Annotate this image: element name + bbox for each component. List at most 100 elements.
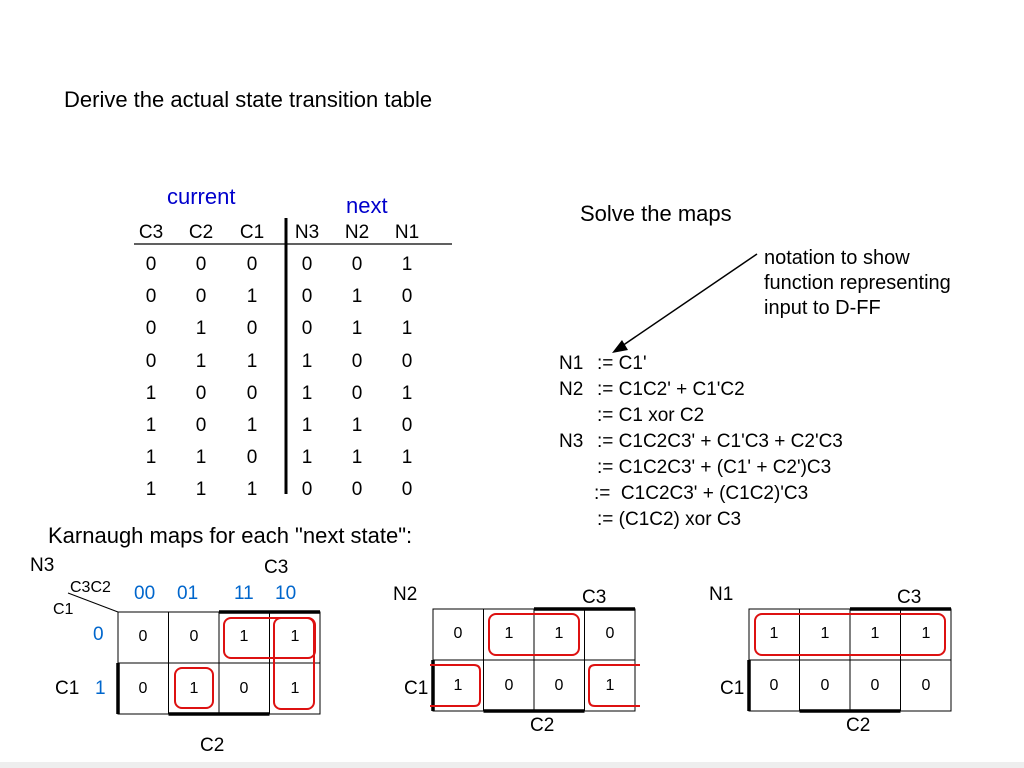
table-group-current: current (167, 184, 236, 209)
table-cell: 1 (195, 350, 207, 372)
table-cell: 0 (351, 350, 363, 372)
table-cell: 1 (301, 350, 313, 372)
table-cell: 1 (301, 415, 313, 436)
table-column-header: N1 (394, 222, 420, 243)
table-cell: 0 (246, 382, 258, 404)
equation-lhs: N2 (559, 379, 584, 400)
table-cell: 1 (246, 286, 258, 308)
table-cell: 0 (246, 447, 258, 469)
equation-rhs: := C1C2C3' + (C1C2)'C3 (594, 483, 809, 504)
equation-rhs: := C1C2' + C1'C2 (597, 379, 745, 400)
table-cell: 1 (145, 479, 157, 501)
table-cell: 0 (301, 286, 313, 308)
equation-rhs: := C1C2C3' + (C1' + C2')C3 (597, 457, 832, 478)
equation-rhs: := C1C2C3' + C1'C3 + C2'C3 (597, 431, 843, 452)
table-cell: 0 (145, 254, 157, 275)
kmap-cell: 0 (453, 625, 463, 642)
table-cell: 0 (351, 382, 363, 404)
kmap-cell: 0 (820, 677, 830, 694)
table-cell: 0 (195, 286, 207, 308)
table-column-header: N2 (344, 222, 370, 243)
kmaps-title: Karnaugh maps for each "next state": (48, 523, 413, 548)
kmap-cell: 0 (769, 677, 779, 694)
note-line: notation to show (764, 247, 910, 269)
kmap-name: N2 (393, 584, 418, 605)
kmap-corner-left: C1 (53, 601, 74, 618)
kmap-cell: 0 (138, 680, 148, 697)
notation-note: notation to show function representing i… (764, 246, 951, 321)
table-cell: 0 (301, 254, 313, 275)
table-cell: 1 (351, 286, 363, 308)
table-cell: 1 (351, 415, 363, 436)
kmap-cell: 0 (138, 628, 148, 645)
table-cell: 0 (145, 350, 157, 372)
table-cell: 0 (351, 254, 363, 275)
kmap-col-var: C3 (264, 557, 289, 578)
kmap-cell: 1 (870, 625, 880, 642)
table-cell: 0 (195, 382, 207, 404)
table-cell: 1 (401, 447, 413, 469)
kmap-cell: 1 (554, 625, 564, 642)
equation-lhs: N1 (559, 353, 584, 374)
table-cell: 1 (401, 318, 413, 340)
table-cell: 0 (195, 254, 207, 275)
table-cell: 0 (301, 318, 313, 340)
kmap-corner-top: C3C2 (70, 579, 111, 596)
table-cell: 1 (145, 415, 157, 436)
kmap-name: N3 (30, 555, 55, 576)
table-cell: 1 (145, 382, 157, 404)
kmap-name: N1 (709, 584, 734, 605)
kmap-cell: 0 (239, 680, 249, 697)
solve-title: Solve the maps (580, 201, 732, 226)
kmap-cell: 1 (605, 677, 615, 694)
kmap-bottom-var: C2 (846, 715, 871, 736)
table-cell: 0 (145, 286, 157, 308)
kmap-col-var: C3 (582, 587, 607, 608)
table-cell: 1 (195, 479, 207, 501)
table-cell: 1 (351, 318, 363, 340)
table-cell: 0 (401, 479, 413, 501)
table-cell: 1 (301, 382, 313, 404)
table-cell: 1 (145, 447, 157, 469)
table-cell: 0 (401, 350, 413, 372)
kmap-col-header: 01 (177, 583, 199, 604)
table-group-next: next (346, 193, 388, 218)
table-cell: 0 (351, 479, 363, 501)
table-cell: 1 (195, 447, 207, 469)
table-cell: 1 (195, 318, 207, 340)
equation-rhs: := C1' (597, 353, 647, 374)
note-line: function representing (764, 272, 951, 294)
page-title: Derive the actual state transition table (64, 87, 433, 112)
table-cell: 0 (145, 318, 157, 340)
table-cell: 0 (401, 415, 413, 436)
kmap-row-var: C1 (55, 678, 80, 699)
kmap-cell: 1 (820, 625, 830, 642)
table-column-header: N3 (294, 222, 320, 243)
kmap-cell: 0 (921, 677, 931, 694)
table-cell: 1 (401, 254, 413, 275)
table-cell: 0 (301, 479, 313, 501)
table-cell: 1 (246, 479, 258, 501)
kmap-row-var: C1 (404, 678, 429, 699)
kmap-cell: 1 (504, 625, 514, 642)
equation-rhs: := C1 xor C2 (597, 405, 705, 426)
note-line: input to D-FF (764, 297, 881, 319)
kmap-cell: 0 (605, 625, 615, 642)
kmap-col-header: 00 (134, 583, 156, 604)
kmap-cell: 1 (921, 625, 931, 642)
kmap-cell: 1 (769, 625, 779, 642)
table-column-header: C1 (239, 222, 265, 243)
table-column-header: C3 (138, 222, 164, 243)
kmap-cell: 0 (189, 628, 199, 645)
kmap-cell: 0 (870, 677, 880, 694)
table-cell: 1 (246, 350, 258, 372)
table-cell: 0 (246, 254, 258, 275)
kmap-row-header: 0 (93, 624, 104, 645)
table-cell: 1 (351, 447, 363, 469)
kmap-cell: 1 (189, 680, 199, 697)
kmap-cell: 0 (554, 677, 564, 694)
